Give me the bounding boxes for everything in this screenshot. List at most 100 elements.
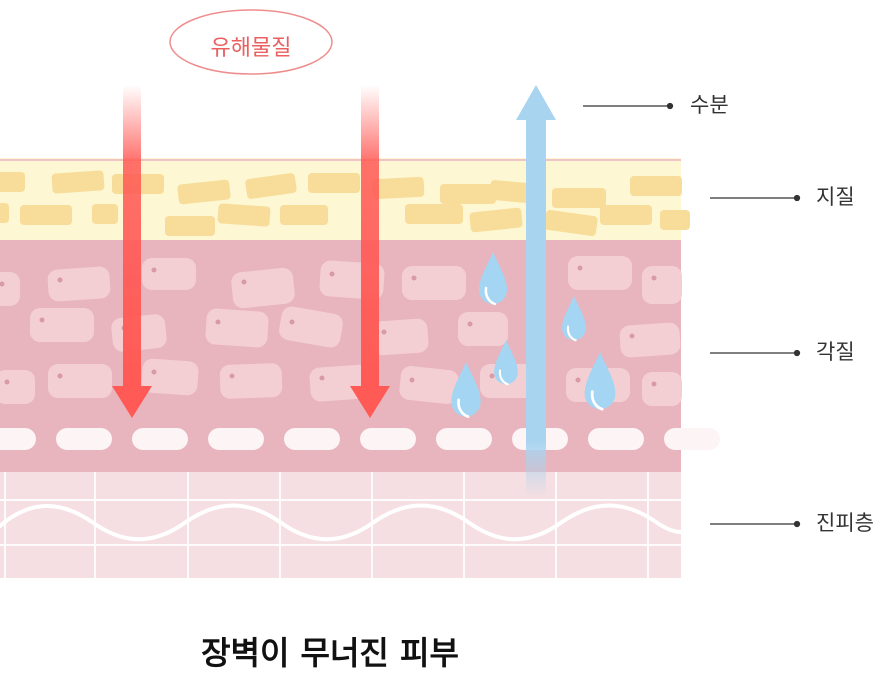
- keratin-cell: [568, 256, 632, 290]
- keratin-cell-dot: [151, 369, 157, 375]
- lipid-brick: [469, 207, 523, 233]
- water-drop-icon: [451, 362, 481, 418]
- water-drop-icon: [562, 296, 586, 342]
- water-drop-highlight: [498, 369, 509, 386]
- water-drop-highlight: [590, 390, 604, 411]
- keratin-cell-dot: [289, 319, 295, 325]
- keratin-cell-dot: [229, 373, 235, 379]
- keratin-cell: [231, 267, 295, 309]
- keratin-cell: [0, 370, 35, 404]
- keratin-cell-dot: [467, 321, 473, 327]
- basal-cell: [436, 428, 492, 450]
- lipid-brick: [405, 204, 463, 224]
- keratin-cell: [219, 363, 283, 399]
- moisture-leader-line: [583, 102, 674, 110]
- lipid-brick: [544, 209, 598, 237]
- lipid-label: 지질: [816, 185, 855, 209]
- moisture-label: 수분: [690, 93, 729, 117]
- basal-cell: [664, 428, 720, 450]
- basal-cell: [588, 428, 644, 450]
- keratin-cell-dot: [215, 319, 221, 325]
- lipid-brick: [0, 203, 9, 223]
- lipid-brick: [245, 173, 297, 199]
- dermis-wave: [0, 503, 683, 542]
- water-drop-icon: [584, 352, 616, 411]
- basal-cell: [208, 428, 264, 450]
- keratin-label: 각질: [816, 340, 855, 364]
- keratin-cell: [371, 318, 429, 356]
- lipid-brick: [217, 203, 271, 227]
- lipid-brick: [440, 184, 496, 204]
- keratin-cell: [0, 272, 20, 306]
- lipid-brick: [92, 204, 118, 224]
- lipid-brick: [165, 216, 215, 236]
- basal-cell: [360, 428, 416, 450]
- lipid-brick: [20, 205, 72, 225]
- keratin-cell-dot: [329, 271, 335, 277]
- keratin-cell: [402, 266, 466, 300]
- dermis-layer: [0, 472, 683, 578]
- keratin-cell-dot: [651, 275, 657, 281]
- keratin-cell: [279, 306, 343, 348]
- keratin-leader-line: [710, 349, 801, 357]
- lipid-brick: [177, 179, 231, 205]
- keratin-cell: [205, 308, 269, 348]
- keratin-cell-dot: [4, 379, 10, 385]
- lipid-leader-line: [710, 194, 801, 202]
- keratin-cell-dot: [39, 317, 45, 323]
- keratin-cell-dot: [241, 279, 247, 285]
- keratin-cell: [619, 322, 681, 358]
- keratin-cell: [458, 312, 508, 346]
- dermis-leader-line: [710, 520, 801, 528]
- keratin-cell-dot: [575, 377, 581, 383]
- harmful-arrow-right: [350, 85, 390, 418]
- keratin-cell-dot: [57, 277, 63, 283]
- keratin-cell: [47, 266, 111, 302]
- keratin-cell-dot: [409, 377, 415, 383]
- water-drop-icon: [494, 340, 518, 386]
- basal-cell: [132, 428, 188, 450]
- water-drop-highlight: [457, 398, 470, 418]
- lipid-brick: [0, 172, 25, 192]
- keratin-cell: [141, 358, 199, 396]
- keratin-cell: [30, 308, 94, 342]
- keratin-cell-dot: [319, 375, 325, 381]
- basal-cell: [284, 428, 340, 450]
- keratin-cell-dot: [629, 333, 635, 339]
- harmful-arrow-left: [112, 85, 152, 418]
- lipid-layer: [0, 158, 690, 240]
- keratin-cell-dot: [577, 265, 583, 271]
- lipid-brick: [660, 210, 690, 230]
- keratin-cell-dot: [489, 373, 495, 379]
- keratin-cell-dot: [411, 275, 417, 281]
- lipid-brick: [552, 188, 606, 208]
- keratin-cell: [642, 372, 682, 406]
- lipid-brick: [371, 176, 425, 200]
- lipid-brick: [51, 170, 105, 194]
- keratin-cell-dot: [0, 281, 5, 287]
- lipid-brick: [280, 205, 328, 225]
- diagram-title: 장벽이 무너진 피부: [201, 634, 459, 672]
- water-drop-highlight: [484, 286, 497, 306]
- keratin-cell-dot: [651, 381, 657, 387]
- lipid-brick: [308, 173, 360, 193]
- water-drop-highlight: [566, 325, 577, 342]
- keratin-cell-dot: [57, 373, 63, 379]
- keratin-cell: [142, 258, 196, 290]
- basal-cell: [0, 428, 36, 450]
- keratin-cell: [399, 366, 459, 404]
- harmful-substance-badge: [169, 9, 333, 75]
- harmful-substance-label: 유해물질: [210, 36, 292, 61]
- keratin-cell: [48, 364, 112, 398]
- keratin-cell-dot: [381, 329, 387, 335]
- keratin-cell: [642, 266, 682, 304]
- moisture-arrow: [516, 85, 556, 498]
- water-drop-icon: [479, 252, 507, 306]
- basal-cell: [56, 428, 112, 450]
- dermis-label: 진피층: [816, 511, 874, 535]
- lipid-brick: [600, 205, 652, 225]
- keratin-cell-dot: [151, 267, 157, 273]
- lipid-brick: [630, 176, 682, 196]
- keratin-layer: [0, 240, 720, 472]
